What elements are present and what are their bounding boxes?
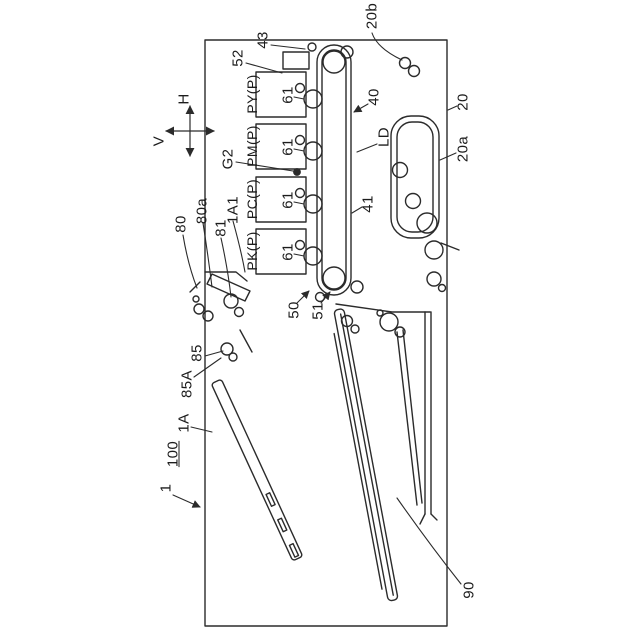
ref-label-1: 1 xyxy=(157,483,175,493)
ref-label-61-1: 61 xyxy=(279,86,297,104)
ref-label-85: 85 xyxy=(188,344,206,362)
feed-rollers xyxy=(335,303,431,338)
ref-label-41: 41 xyxy=(359,195,377,213)
ref-label-85a: 85A xyxy=(178,370,196,398)
ref-label-80: 80 xyxy=(172,215,190,233)
axis-label-v: V xyxy=(150,135,168,147)
ref-label-20: 20 xyxy=(454,93,472,111)
process-cartridge-py xyxy=(255,71,323,118)
inner-right-wall xyxy=(419,311,438,525)
apparatus-housing xyxy=(204,39,448,627)
ref-label-g2: G2 xyxy=(219,148,237,170)
ref-label-ld: LD xyxy=(375,127,393,147)
fixing-discharge-unit xyxy=(189,271,253,362)
ref-label-40: 40 xyxy=(365,88,383,106)
transfer-belt-unit xyxy=(314,44,364,303)
axis-label-h: H xyxy=(175,93,193,105)
ref-label-51: 51 xyxy=(309,302,327,320)
ref-label-61-2: 61 xyxy=(279,138,297,156)
ref-label-90: 90 xyxy=(460,581,478,599)
output-tray-cover xyxy=(211,379,303,561)
ref-label-52: 52 xyxy=(229,49,247,67)
ref-label-1a: 1A xyxy=(175,413,193,433)
ref-label-81: 81 xyxy=(212,219,230,237)
ref-label-20b: 20b xyxy=(363,2,381,30)
unit-label-pc: PC(P) xyxy=(244,178,260,220)
ref-label-50: 50 xyxy=(285,301,303,319)
sheet-feed-tray xyxy=(333,308,399,602)
ref-label-43: 43 xyxy=(254,31,272,49)
orientation-axes xyxy=(165,105,215,157)
sheet-path-duct xyxy=(396,329,423,506)
ref-label-100: 100 xyxy=(164,440,182,468)
ref-label-20a: 20a xyxy=(454,135,472,163)
unit-label-pm: PM(P) xyxy=(244,125,260,167)
unit-label-py: PY(P) xyxy=(244,74,260,114)
exposure-unit xyxy=(282,42,317,70)
conveyance-unit xyxy=(390,56,460,293)
g2-point xyxy=(293,168,301,176)
leader-lines xyxy=(172,32,462,585)
ref-label-61-3: 61 xyxy=(279,191,297,209)
ref-label-80a: 80a xyxy=(193,197,211,225)
ref-label-61-4: 61 xyxy=(279,243,297,261)
unit-label-pk: PK(P) xyxy=(244,231,260,271)
